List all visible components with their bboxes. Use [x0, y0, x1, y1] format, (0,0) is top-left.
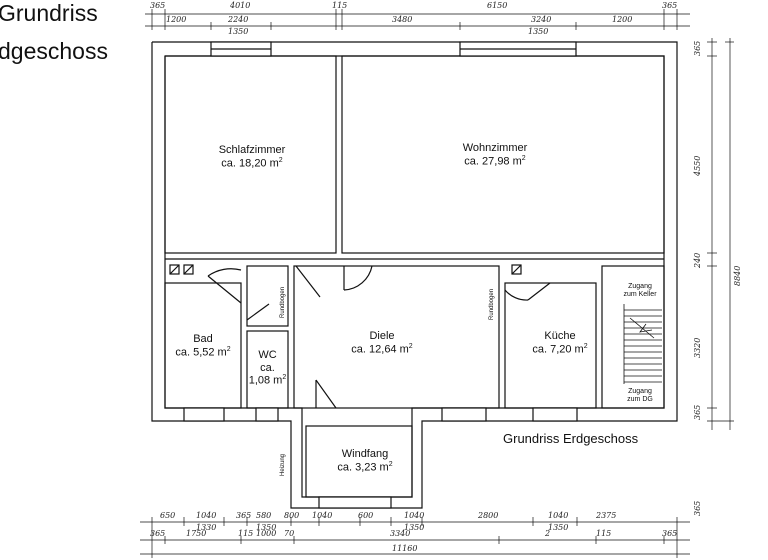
- room-diele: Diele ca. 12,64 m2: [330, 330, 434, 356]
- room-name: Windfang: [341, 448, 389, 460]
- dim-label: 4550: [693, 155, 702, 176]
- dim-label: 1350: [228, 27, 249, 36]
- dim-label: 1350: [528, 27, 549, 36]
- dim-label: 115: [238, 529, 254, 538]
- room-name: WC: [258, 349, 277, 361]
- dim-label: 1200: [166, 15, 187, 24]
- dim-label: 1350: [548, 523, 569, 532]
- plan-caption: Grundriss Erdgeschoss: [503, 431, 639, 446]
- room-name: Schlafzimmer: [218, 144, 286, 156]
- room-area: ca. 27,98 m2: [464, 154, 526, 168]
- walls: [151, 41, 678, 509]
- dim-label: 365: [662, 529, 678, 538]
- dim-label: 3480: [392, 15, 413, 24]
- dim-label: 365: [693, 404, 702, 420]
- dim-label: 115: [332, 1, 348, 10]
- dim-label: 1040: [548, 511, 569, 520]
- dim-label: 3320: [693, 337, 702, 358]
- room-wohnzimmer: Wohnzimmer ca. 27,98 m2: [440, 142, 550, 168]
- dim-label: 650: [160, 511, 176, 520]
- stairs-label-dg: Zugang zum DG: [627, 388, 653, 404]
- room-bad: Bad ca. 5,52 m2: [170, 333, 236, 359]
- room-area: ca. 12,64 m2: [351, 342, 413, 356]
- dim-label: 1330: [196, 523, 217, 532]
- dim-label: 1350: [256, 523, 277, 532]
- dim-label: 2375: [596, 511, 617, 520]
- dim-label: 1750: [186, 529, 207, 538]
- header-title-line1: Grundriss: [0, 0, 98, 26]
- dim-label: 365: [693, 40, 702, 56]
- room-area: ca. 7,20 m2: [532, 342, 588, 356]
- room-area: 1,08 m2: [248, 374, 287, 387]
- dim-label: 1040: [196, 511, 217, 520]
- dim-label: 1200: [612, 15, 633, 24]
- room-name: Küche: [544, 330, 576, 342]
- dim-label: 2800: [478, 511, 499, 520]
- label-heizung: Heizung: [280, 453, 286, 476]
- dim-label: 4010: [230, 1, 251, 10]
- dim-label: 70: [284, 529, 295, 538]
- dim-label: 365: [693, 500, 702, 516]
- dim-label: 365: [150, 1, 166, 10]
- dim-label: 1000: [256, 529, 277, 538]
- dim-label: 1040: [404, 511, 425, 520]
- room-kueche: Küche ca. 7,20 m2: [520, 330, 600, 356]
- room-name: Wohnzimmer: [462, 142, 528, 154]
- dimension-lines: [140, 9, 734, 558]
- dim-label: 2: [545, 529, 551, 538]
- dim-label: 3240: [531, 15, 552, 24]
- dim-label-total: 11160: [392, 544, 418, 553]
- room-name: Diele: [369, 330, 395, 342]
- room-area: ca. 5,52 m2: [175, 345, 231, 359]
- dim-label: 800: [284, 511, 300, 520]
- dim-label: 365: [236, 511, 252, 520]
- diele-outline: [293, 265, 500, 409]
- dim-label: 600: [358, 511, 374, 520]
- dim-label: 365: [662, 1, 678, 10]
- dim-label: 3340: [390, 529, 411, 538]
- dim-label: 115: [596, 529, 612, 538]
- dim-label: 1350: [404, 523, 425, 532]
- room-wc: WC ca. 1,08 m2: [248, 349, 287, 387]
- room-name: Bad: [193, 333, 213, 345]
- room-schlafzimmer: Schlafzimmer ca. 18,20 m2: [200, 144, 304, 170]
- dim-label: 6150: [487, 1, 508, 10]
- header-title-line2: dgeschoss: [0, 38, 108, 64]
- dim-label: 8840: [733, 265, 742, 286]
- dim-label: 365: [150, 529, 166, 538]
- dim-label: 2240: [228, 15, 249, 24]
- dim-label: 240: [693, 252, 702, 268]
- label-rundbogen-left: Rundbogen: [280, 286, 286, 318]
- label-rundbogen-right: Rundbogen: [489, 288, 495, 320]
- dim-label: 580: [256, 511, 272, 520]
- room-windfang: Windfang ca. 3,23 m2: [320, 448, 410, 474]
- stairs-label-keller: Zugang zum Keller: [623, 283, 657, 299]
- room-area: ca. 18,20 m2: [221, 156, 283, 170]
- room-area: ca. 3,23 m2: [337, 460, 393, 474]
- dim-label: 1040: [312, 511, 333, 520]
